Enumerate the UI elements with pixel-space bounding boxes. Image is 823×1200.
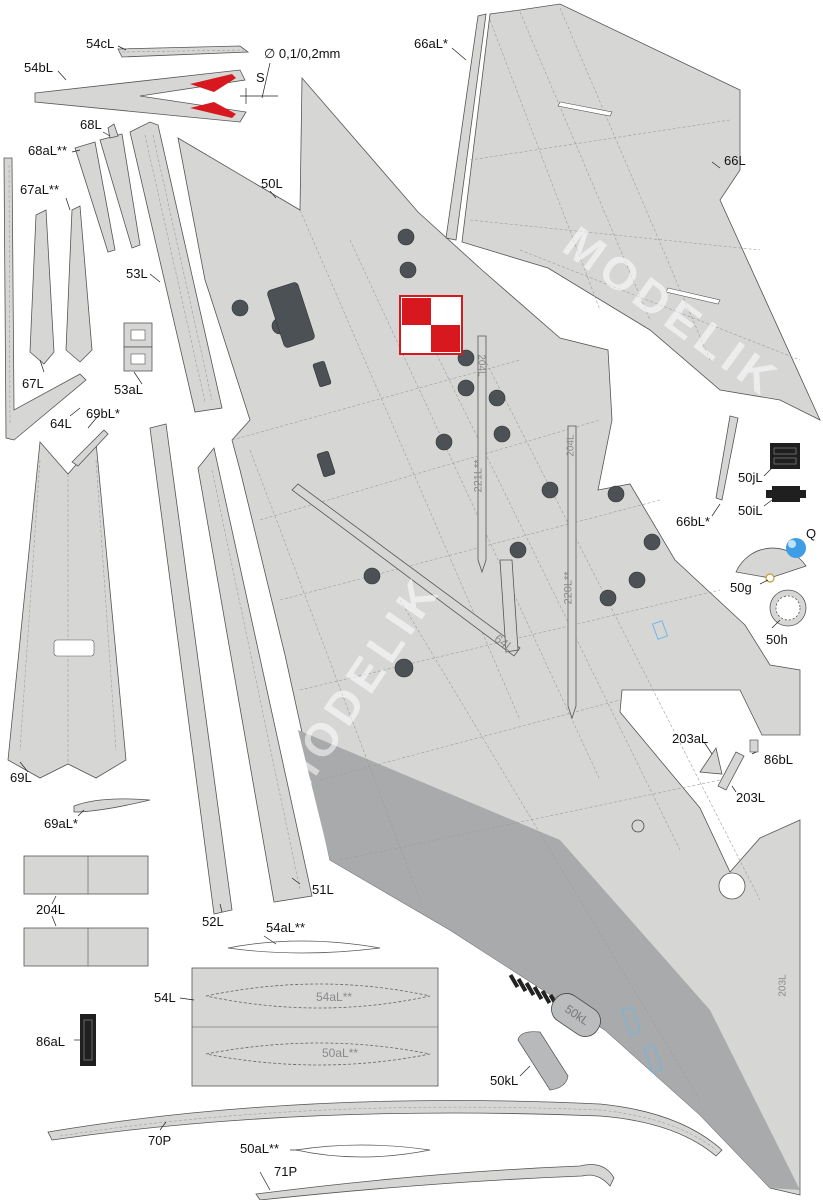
label-50jL: 50jL (738, 470, 763, 485)
part-67aL (29, 205, 93, 365)
marking-220L: 220L** (562, 571, 575, 605)
label-69bL: 69bL* (86, 406, 120, 421)
label-53L: 53L (126, 266, 148, 281)
part-51L (197, 447, 313, 903)
label-70P: 70P (148, 1133, 172, 1148)
part-50h (769, 589, 807, 627)
label-52L: 52L (202, 914, 224, 929)
label-67aL: 67aL** (20, 182, 60, 197)
part-64L (3, 157, 87, 441)
part-54aL (227, 940, 381, 954)
part-203L (717, 751, 745, 791)
part-50L: MODELIK (177, 76, 801, 1196)
label-50aL: 50aL** (240, 1141, 280, 1156)
label-86bL: 86bL (764, 752, 793, 767)
marking-54aL: 54aL** (316, 990, 353, 1004)
part-66aL (445, 13, 487, 241)
label-51L: 51L (312, 882, 334, 897)
part-50g (735, 547, 807, 583)
part-52L (149, 423, 233, 915)
label-53aL: 53aL (114, 382, 143, 397)
label-203aL: 203aL (672, 731, 709, 746)
label-69aL: 69aL* (44, 816, 78, 831)
label-50kL: 50kL (490, 1073, 519, 1088)
label-54L: 54L (154, 990, 176, 1005)
part-69aL (73, 798, 151, 813)
sphere-Q (786, 538, 806, 558)
label-54cL: 54cL (86, 36, 115, 51)
part-70P (47, 1100, 723, 1157)
part-50aL (295, 1144, 431, 1158)
part-54bL (34, 69, 247, 123)
marking-221L: 221L** (472, 459, 485, 493)
part-203aL (699, 747, 723, 775)
seam-mark (240, 88, 278, 104)
insignia (399, 295, 463, 355)
label-66L: 66L (724, 153, 746, 168)
marking-203L: 203L (777, 974, 789, 997)
label-204L: 204L (36, 902, 65, 917)
part-53L (129, 121, 223, 413)
label-54aL: 54aL** (266, 920, 306, 935)
part-50jL (770, 443, 800, 469)
part-53aL (123, 322, 153, 372)
part-69bL (71, 429, 109, 467)
label-50g: 50g (730, 580, 752, 595)
part-204L (23, 855, 149, 967)
leader-lines (19, 45, 781, 1191)
label-66aL: 66aL* (414, 36, 448, 51)
label-203L: 203L (736, 790, 765, 805)
seam-letter: S (256, 70, 265, 85)
label-68aL: 68aL** (28, 143, 68, 158)
label-86aL: 86aL (36, 1034, 65, 1049)
label-69L: 69L (10, 770, 32, 785)
label-50h: 50h (766, 632, 788, 647)
part-50kL (517, 993, 601, 1091)
part-69L (7, 441, 127, 779)
part-86aL (80, 1014, 96, 1066)
marking-50aL: 50aL** (322, 1046, 359, 1060)
label-71P: 71P (274, 1164, 298, 1179)
part-66bL (715, 415, 739, 501)
label-50L: 50L (261, 176, 283, 191)
part-54cL (117, 45, 250, 58)
label-50iL: 50iL (738, 503, 763, 518)
part-71P (255, 1164, 615, 1200)
label-Q: Q (806, 526, 817, 541)
part-86bL (749, 739, 759, 753)
marking-204L: 204L (475, 354, 487, 377)
part-54L (191, 967, 439, 1087)
part-68L (74, 123, 141, 253)
label-66bL: 66bL* (676, 514, 710, 529)
marking-204L-b: 204L (565, 434, 577, 457)
label-54bL: 54bL (24, 60, 53, 75)
part-50iL (766, 486, 806, 502)
wire-note: ∅ 0,1/0,2mm (264, 46, 341, 61)
label-64L: 64L (50, 416, 72, 431)
label-68L: 68L (80, 117, 102, 132)
label-67L: 67L (22, 376, 44, 391)
